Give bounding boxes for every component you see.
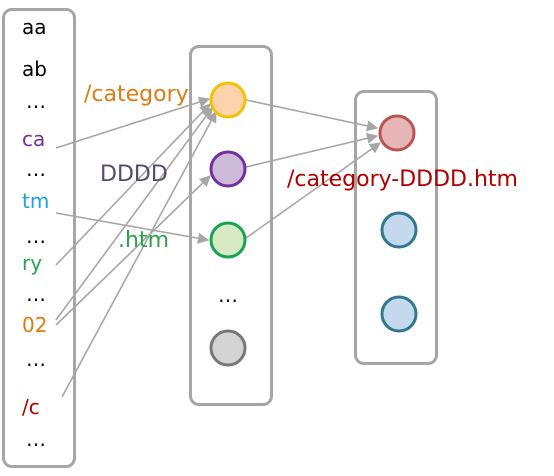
token-ry: ry: [22, 251, 43, 275]
arrow-m1-to-o1: [245, 99, 379, 132]
arrow-tm-to-m3: [55, 212, 210, 244]
token-ellipsis: …: [26, 347, 46, 371]
token-ellipsis: …: [26, 427, 46, 451]
token-slash-c: /c: [22, 395, 40, 419]
input-token-column: [2, 8, 76, 468]
middle-node-dddd: [209, 150, 247, 188]
arrow-ry-to-m1: [55, 103, 211, 266]
token-ellipsis: …: [26, 224, 46, 248]
output-node-2: [380, 211, 418, 249]
label-result: /category-DDDD.htm: [287, 167, 518, 192]
output-node-3: [380, 295, 418, 333]
label-dddd: DDDD: [100, 162, 168, 187]
arrow-m2-to-o1: [245, 132, 379, 168]
token-02: 02: [22, 313, 48, 337]
token-ellipsis: …: [26, 89, 46, 113]
token-aa: aa: [22, 15, 47, 39]
label-category: /category: [84, 82, 189, 107]
arrow-02-to-m2: [55, 175, 211, 326]
middle-node-htm: [209, 221, 247, 259]
middle-node-other: [209, 329, 247, 367]
arrow-slashc-to-m1: [61, 111, 217, 398]
middle-node-category: [209, 81, 247, 119]
token-ab: ab: [22, 57, 47, 81]
middle-ellipsis: …: [218, 283, 238, 307]
arrow-m3-to-o1: [245, 142, 381, 239]
token-ellipsis: …: [26, 282, 46, 306]
arrow-ca-to-m1: [55, 96, 211, 149]
token-ca: ca: [22, 127, 46, 151]
label-htm: .htm: [118, 228, 169, 253]
output-node-result: [378, 114, 416, 152]
token-tm: tm: [22, 189, 50, 213]
arrow-02-to-m1: [55, 107, 213, 321]
token-ellipsis: …: [26, 157, 46, 181]
